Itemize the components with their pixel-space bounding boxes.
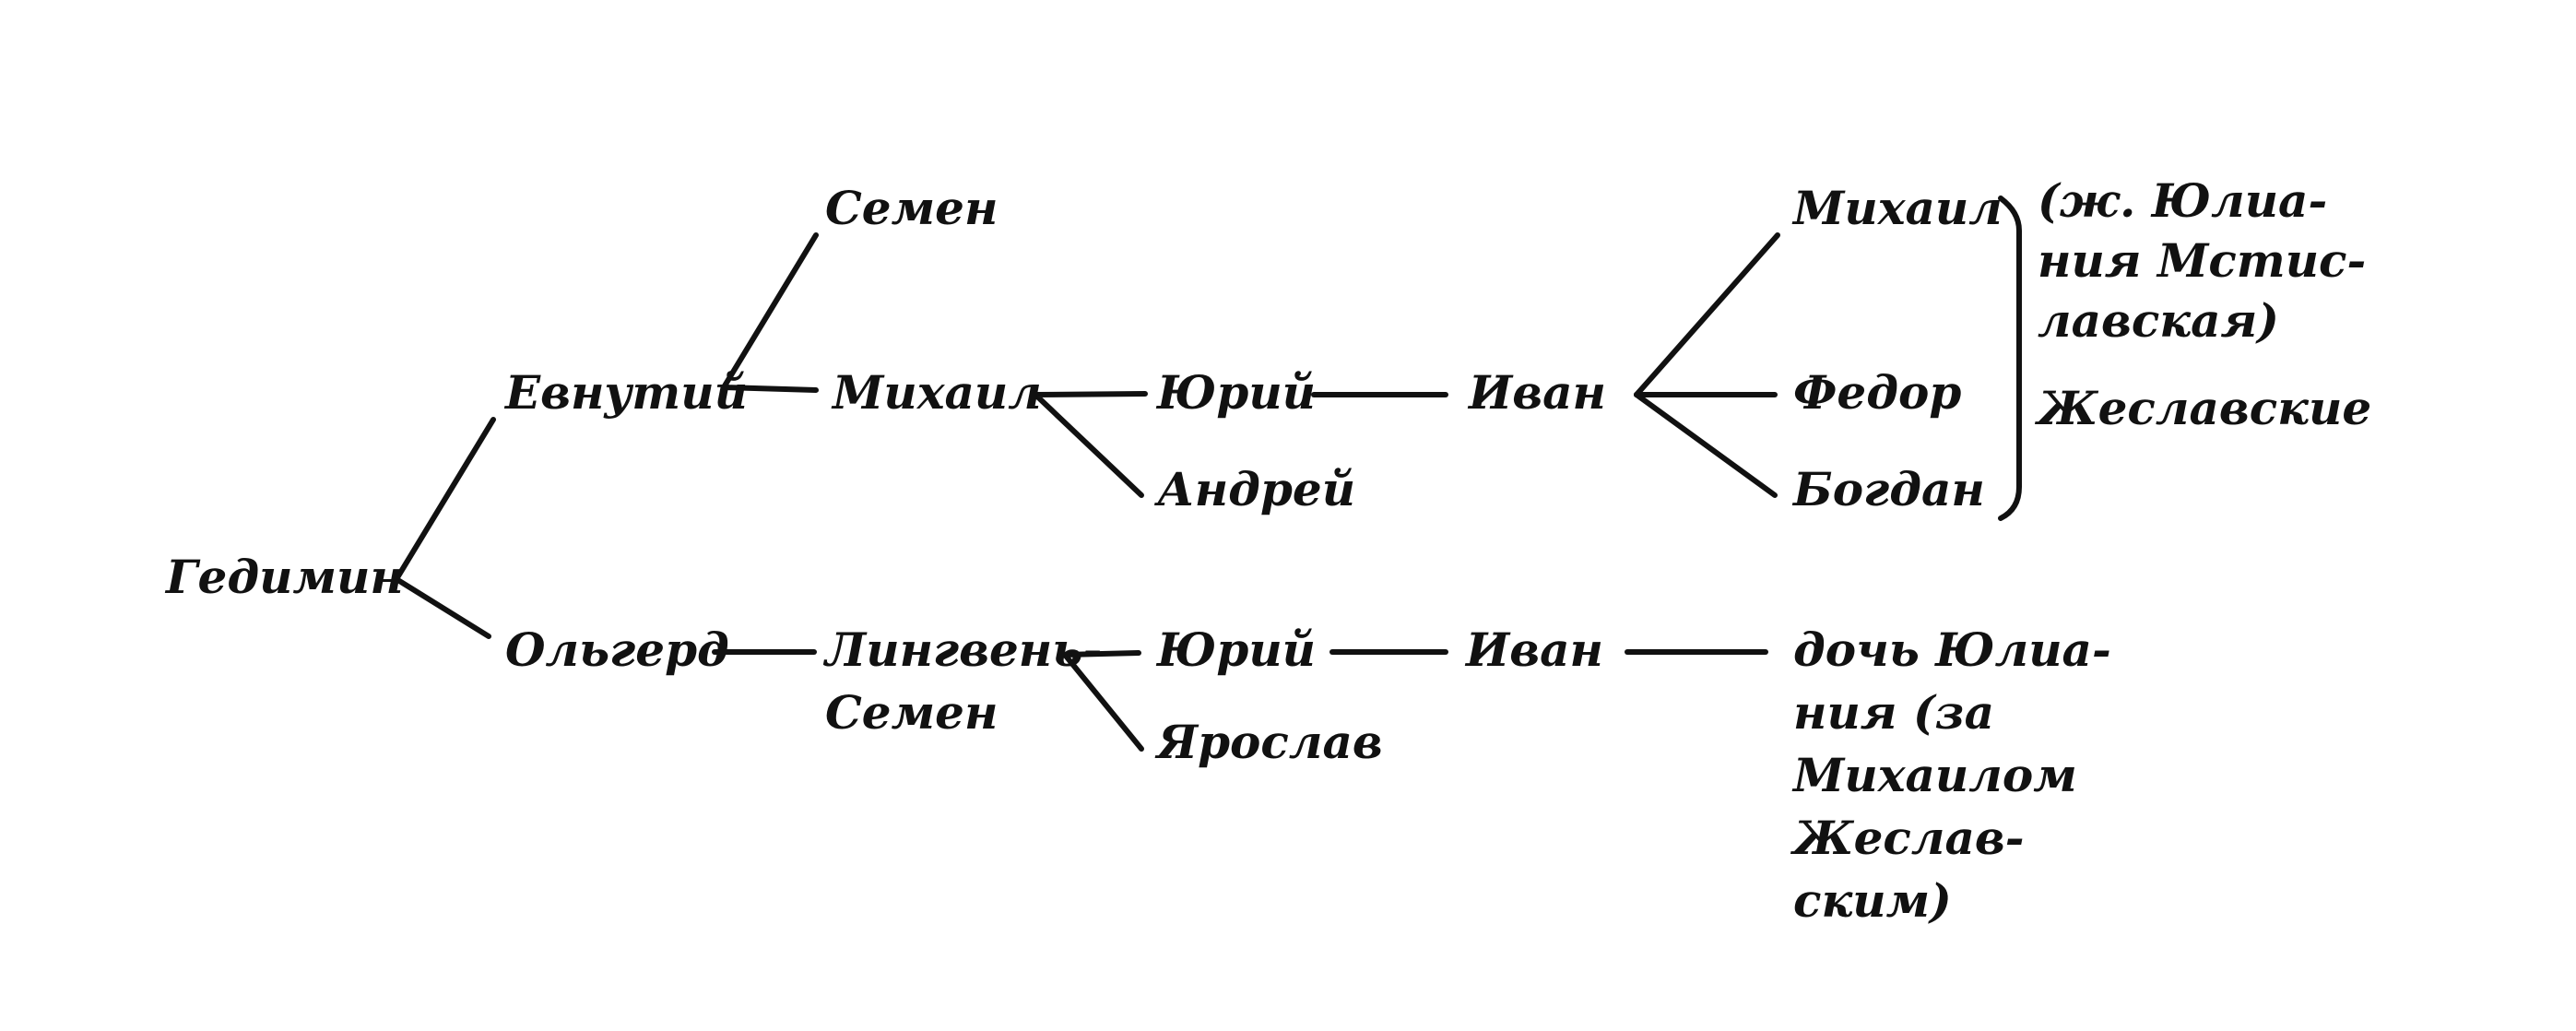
node-daughter-line-3: Михаилом (1791, 748, 2077, 802)
edge-ivan-mikhail (1634, 232, 1780, 397)
tree-connectors (394, 196, 2022, 752)
node-ivan-2: Иван (1464, 622, 1603, 677)
node-daughter-line-5: ским) (1793, 873, 1952, 928)
node-yuriy-2: Юрий (1155, 622, 1316, 677)
node-daughter-line-2: ния (за (1793, 685, 1994, 740)
node-yaroslav: Ярослав (1154, 715, 1383, 769)
node-semen: Семен (825, 181, 998, 235)
node-daughter-line-4: Жеслав- (1790, 811, 2024, 865)
node-evnutiy: Евнутий (503, 365, 748, 420)
node-bogdan: Богдан (1791, 462, 1985, 516)
edge-lingven-children (1062, 650, 1144, 752)
node-ivan-1: Иван (1467, 365, 1606, 420)
node-olgerd: Ольгерд (505, 622, 729, 677)
family-brace (1998, 196, 2022, 521)
node-lingven-line-2: Семен (825, 685, 998, 740)
node-daughter-line-1: дочь Юлиа- (1793, 622, 2111, 677)
node-lingven-line-1: Лингвень- (822, 622, 1102, 677)
annotation-wife-line-1: (ж. Юлиа- (2038, 173, 2327, 228)
annotation-wife-line-2: ния Мстис- (2038, 233, 2366, 288)
edge-evnutiy-children (721, 232, 819, 393)
node-fedor: Федор (1793, 365, 1961, 420)
node-mikhail-1: Михаил (831, 365, 1042, 420)
node-yuriy-1: Юрий (1155, 365, 1316, 420)
edge-ivan-bogdan (1634, 392, 1778, 498)
annotation-family-name: Жеславские (2034, 381, 2371, 435)
edge-mikhail-children (1033, 391, 1148, 498)
edge-gedimin-children (394, 417, 496, 639)
tree-labels: Гедимин Евнутий Ольгерд Семен Михаил Юри… (164, 173, 2371, 928)
node-gedimin: Гедимин (164, 550, 404, 604)
node-andrey: Андрей (1153, 462, 1355, 516)
node-mikhail-2: Михаил (1791, 181, 2003, 235)
annotation-wife-line-3: лавская) (2038, 293, 2279, 348)
